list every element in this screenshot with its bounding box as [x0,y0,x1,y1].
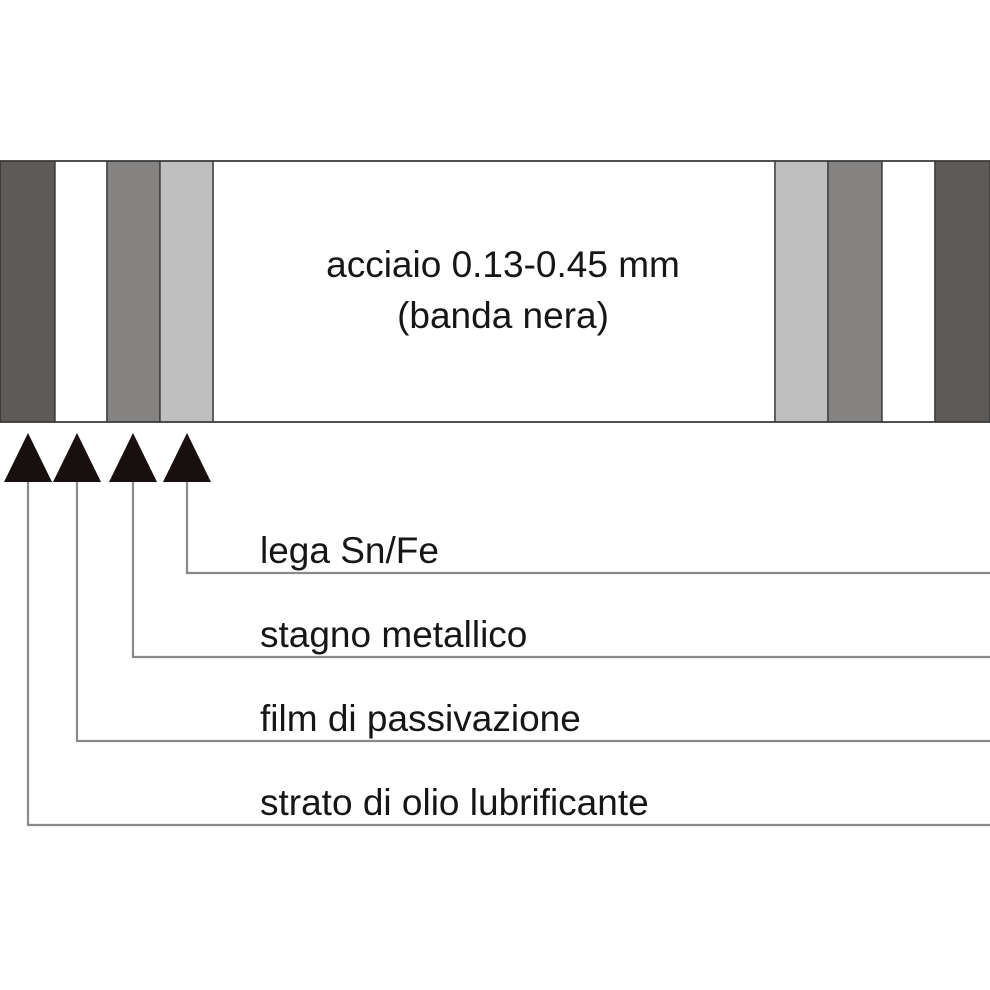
leader-line-lubricating-oil [26,468,990,827]
leader-line-passivation-film [75,468,990,743]
arrow-head-sn-fe-alloy [163,433,211,482]
oil-layer-band-right [934,160,990,423]
sn-fe-alloy-band-right [774,160,829,423]
callout-label-sn-fe-alloy: lega Sn/Fe [260,530,439,571]
arrow-head-passivation-film [53,433,101,482]
steel-core-band [212,160,776,423]
passivation-film-band-left [54,160,108,423]
metallic-tin-band-right [827,160,883,423]
callout-label-lubricating-oil: strato di olio lubrificante [260,782,649,823]
callout-label-passivation-film: film di passivazione [260,698,581,739]
oil-layer-band-left [0,160,56,423]
arrow-head-metallic-tin [109,433,157,482]
leader-line-sn-fe-alloy [185,468,990,575]
cross-section-outline [0,160,990,423]
sn-fe-alloy-band-left [159,160,214,423]
passivation-film-band-right [881,160,936,423]
callout-label-metallic-tin: stagno metallico [260,614,527,655]
core-label-line-1: acciaio 0.13-0.45 mm [326,244,680,285]
leader-line-metallic-tin [131,468,990,659]
core-label-line-2: (banda nera) [397,295,609,336]
metallic-tin-band-left [106,160,161,423]
arrow-head-lubricating-oil [4,433,52,482]
